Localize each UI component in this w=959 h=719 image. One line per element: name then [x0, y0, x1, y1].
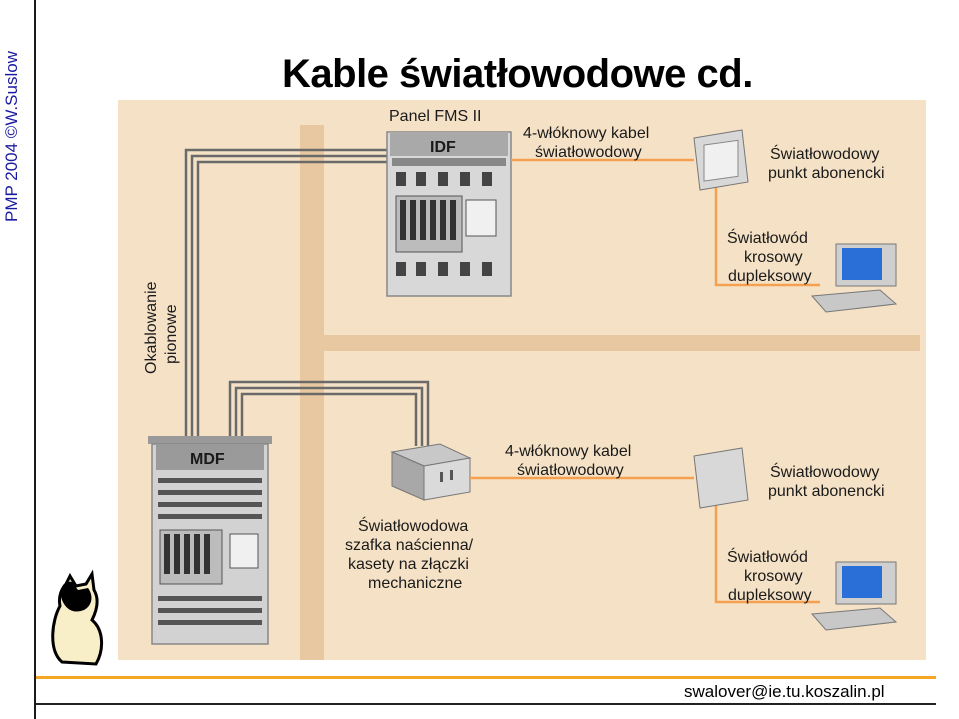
- bottom-cable-label-1: 4-włóknowy kabel: [505, 443, 631, 460]
- svg-text:pionowe: pionowe: [163, 304, 180, 364]
- fiber-lines: [470, 158, 820, 604]
- panel-label: Panel FMS II: [389, 108, 481, 125]
- floor-divider: [300, 335, 920, 351]
- bottom-outlet-label-2: punkt abonencki: [768, 483, 885, 500]
- bottom-outlet-label-1: Światłowodowy: [770, 462, 879, 481]
- top-computer: [810, 243, 898, 313]
- cat-illustration: [51, 569, 103, 666]
- bottom-cable-label-2: światłowodowy: [517, 462, 624, 479]
- footer-email: swalover@ie.tu.koszalin.pl: [684, 682, 885, 701]
- bottom-patch-label-2: krosowy: [744, 568, 803, 585]
- mdf-rack: [148, 436, 272, 645]
- footer-accent-line: [36, 676, 936, 679]
- top-patch-label-3: dupleksowy: [728, 268, 812, 285]
- svg-text:Okablowanie: Okablowanie: [143, 281, 160, 374]
- riser-bar: [300, 125, 324, 660]
- idf-rack: [386, 131, 512, 297]
- bottom-patch-label-1: Światłowód: [727, 547, 808, 566]
- top-outlet-label-2: punkt abonencki: [768, 165, 885, 182]
- vertical-cabling-label: Okablowanie pionowe: [143, 281, 180, 374]
- wall-cabinet: [390, 443, 472, 501]
- cabinet-label-4: mechaniczne: [368, 575, 462, 592]
- bottom-outlet: [693, 447, 749, 509]
- mdf-label: MDF: [190, 451, 225, 468]
- bottom-computer: [810, 561, 898, 631]
- idf-label: IDF: [430, 139, 456, 156]
- top-cable-label-1: 4-włóknowy kabel: [523, 125, 649, 142]
- top-outlet: [693, 129, 749, 191]
- cabinet-label-2: szafka naścienna/: [345, 537, 474, 554]
- vertical-cable: [184, 148, 395, 440]
- bottom-patch-label-3: dupleksowy: [728, 587, 812, 604]
- cabinet-cable: [228, 380, 430, 446]
- top-outlet-label-1: Światłowodowy: [770, 144, 879, 163]
- cabinet-label-1: Światłowodowa: [358, 516, 468, 535]
- footer-line: [36, 703, 936, 705]
- top-cable-label-2: światłowodowy: [535, 144, 642, 161]
- page-title: Kable światłowodowe cd.: [282, 52, 753, 96]
- top-patch-label-1: Światłowód: [727, 228, 808, 247]
- top-patch-label-2: krosowy: [744, 249, 803, 266]
- left-border-line: [34, 0, 36, 719]
- cabinet-label-3: kasety na złączki: [348, 556, 469, 573]
